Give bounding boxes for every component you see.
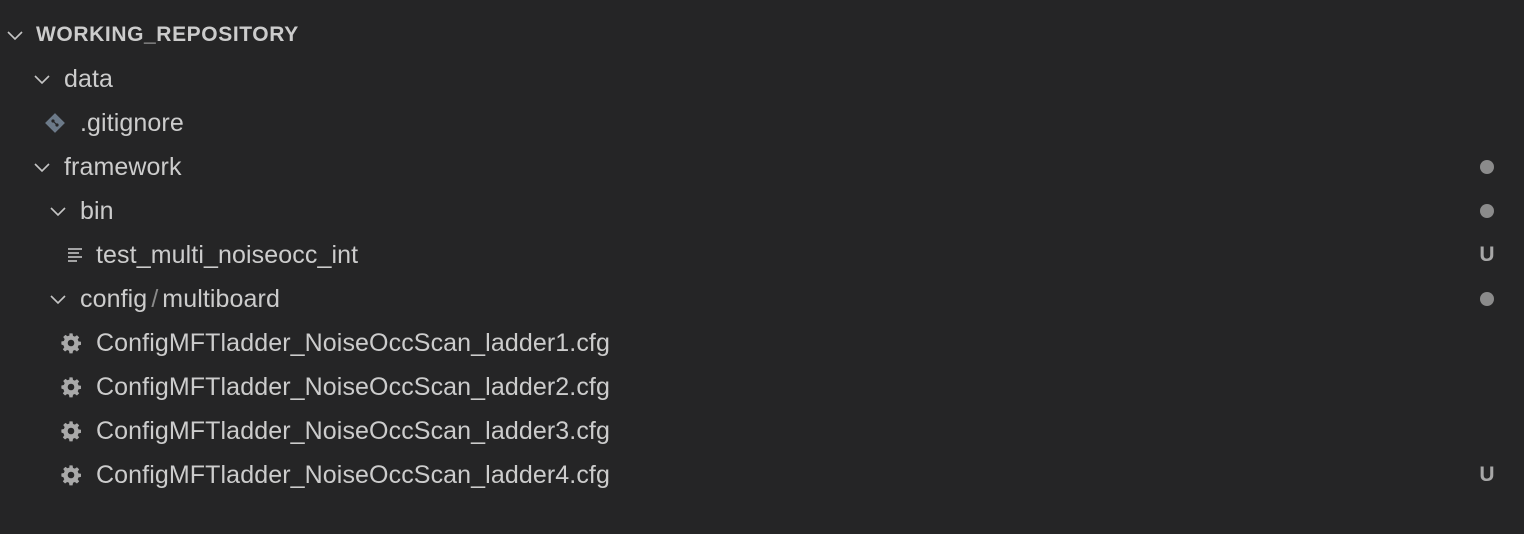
folder-label: bin: [80, 196, 114, 225]
folder-label: data: [64, 64, 114, 93]
modified-dot-icon: [1480, 292, 1494, 306]
file-label: ConfigMFTladder_NoiseOccScan_ladder4.cfg: [96, 460, 610, 489]
folder-label-multiboard[interactable]: multiboard: [162, 284, 280, 313]
gear-icon: [60, 420, 82, 442]
tree-folder-data[interactable]: data: [0, 57, 1524, 101]
root-folder-row[interactable]: WORKING_REPOSITORY: [0, 13, 1524, 57]
modified-dot-icon: [1480, 160, 1494, 174]
tree-folder-bin[interactable]: bin: [0, 189, 1524, 233]
chevron-down-icon[interactable]: [31, 68, 53, 90]
untracked-indicator: U: [1478, 233, 1496, 277]
modified-indicator: [1478, 277, 1496, 321]
chevron-down-icon[interactable]: [47, 200, 69, 222]
gear-icon: [60, 376, 82, 398]
chevron-down-icon[interactable]: [47, 288, 69, 310]
untracked-badge: U: [1479, 243, 1495, 266]
tree-folder-framework[interactable]: framework: [0, 145, 1524, 189]
file-label: .gitignore: [80, 108, 184, 137]
file-label: ConfigMFTladder_NoiseOccScan_ladder2.cfg: [96, 372, 610, 401]
file-label: ConfigMFTladder_NoiseOccScan_ladder3.cfg: [96, 416, 610, 445]
text-file-icon: [64, 244, 86, 266]
file-label: test_multi_noiseocc_int: [96, 240, 359, 269]
gear-icon: [60, 332, 82, 354]
folder-label-config[interactable]: config: [80, 284, 148, 313]
tree-file-ladder3[interactable]: ConfigMFTladder_NoiseOccScan_ladder3.cfg: [0, 409, 1524, 453]
tree-file-gitignore[interactable]: .gitignore: [0, 101, 1524, 145]
untracked-indicator: U: [1478, 453, 1496, 497]
git-file-icon: [44, 112, 66, 134]
modified-indicator: [1478, 189, 1496, 233]
chevron-down-icon[interactable]: [4, 24, 26, 46]
folder-label: framework: [64, 152, 182, 181]
modified-dot-icon: [1480, 204, 1494, 218]
modified-indicator: [1478, 145, 1496, 189]
gear-icon: [60, 464, 82, 486]
untracked-badge: U: [1479, 463, 1495, 486]
tree-file-test-multi[interactable]: test_multi_noiseocc_int U: [0, 233, 1524, 277]
tree-folder-config-multiboard[interactable]: config / multiboard: [0, 277, 1524, 321]
chevron-down-icon[interactable]: [31, 156, 53, 178]
path-separator: /: [151, 284, 159, 313]
file-label: ConfigMFTladder_NoiseOccScan_ladder1.cfg: [96, 328, 610, 357]
root-folder-label: WORKING_REPOSITORY: [36, 23, 299, 46]
tree-file-ladder1[interactable]: ConfigMFTladder_NoiseOccScan_ladder1.cfg: [0, 321, 1524, 365]
tree-file-ladder4[interactable]: ConfigMFTladder_NoiseOccScan_ladder4.cfg…: [0, 453, 1524, 497]
tree-file-ladder2[interactable]: ConfigMFTladder_NoiseOccScan_ladder2.cfg: [0, 365, 1524, 409]
